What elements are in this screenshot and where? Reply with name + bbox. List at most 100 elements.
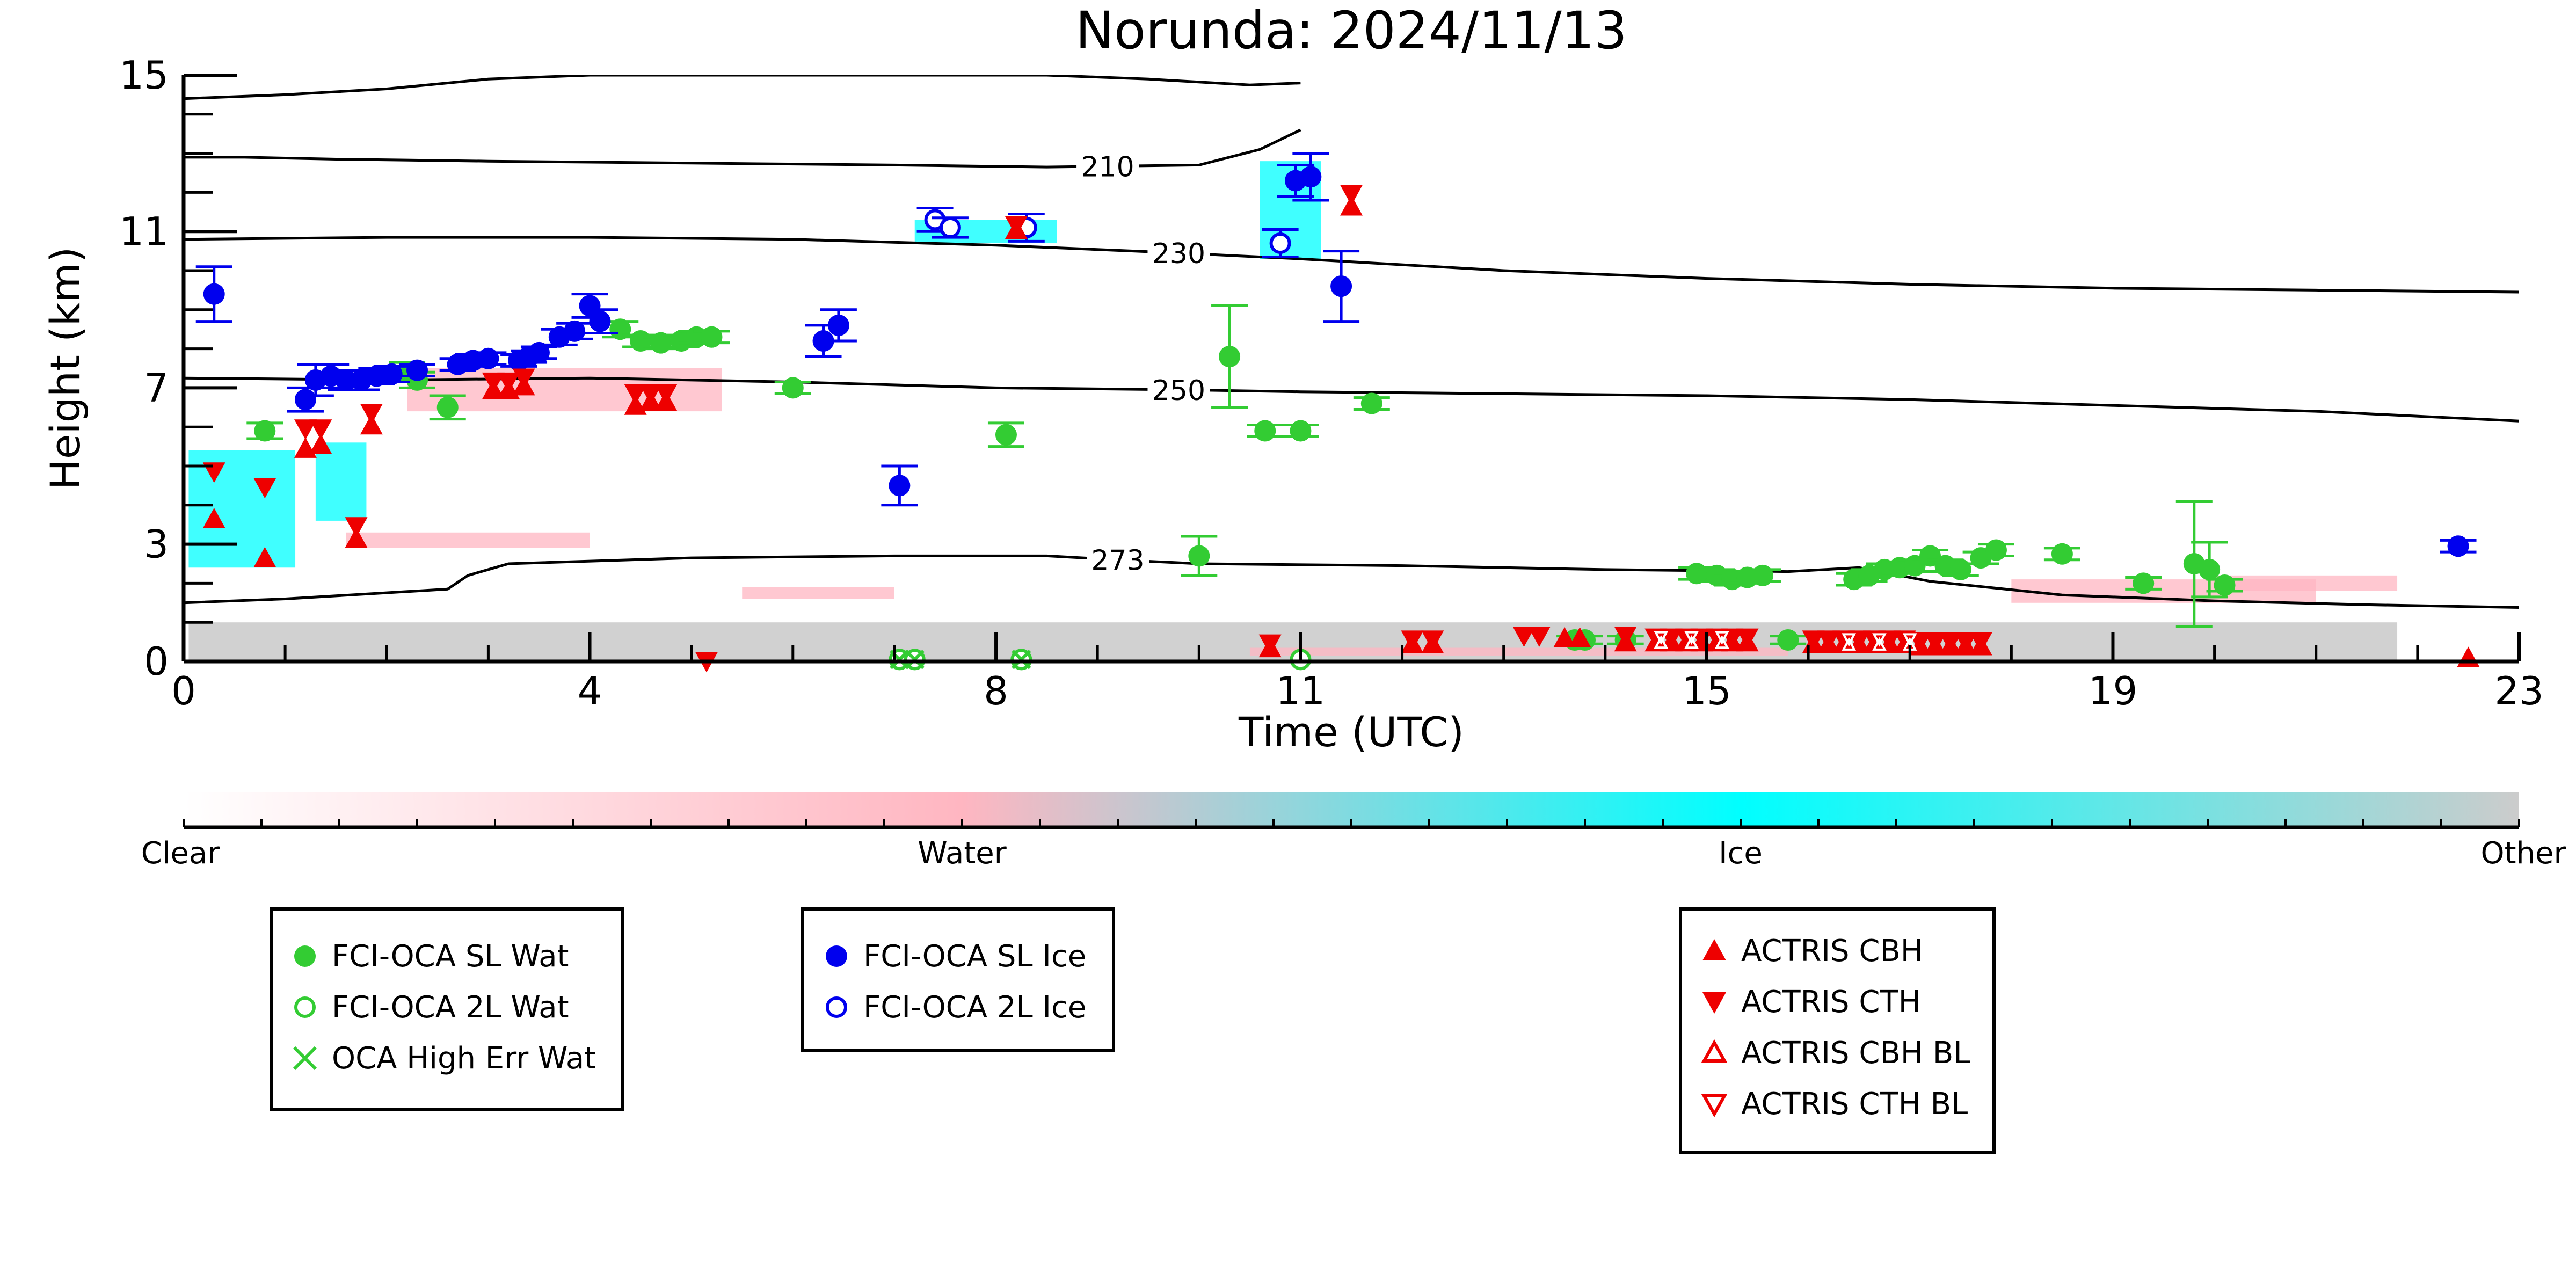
colorbar-label-ice: Ice (1719, 836, 1763, 871)
data-point-actris-cth (1939, 632, 1962, 653)
x-tick-label: 4 (578, 668, 602, 714)
colorbar-label-clear: Clear (141, 836, 220, 871)
data-point-fci-oca-sl-wat (1751, 564, 1773, 586)
data-point-actris-cth-bl (1842, 633, 1857, 647)
data-point-actris-cth (1401, 630, 1424, 651)
data-point-fci-oca-sl-wat (1360, 392, 1382, 414)
data-point-actris-cth (639, 384, 662, 405)
x-tick-label: 11 (1276, 668, 1326, 714)
legend-actris: ACTRIS CBH ACTRIS CTH ACTRIS CBH BL ACTR… (1679, 907, 1996, 1154)
data-point-fci-oca-sl-wat (254, 420, 276, 442)
data-point-actris-cth (1817, 630, 1840, 651)
data-point-actris-cth (202, 462, 225, 483)
data-point-actris-cth (1644, 628, 1668, 649)
legend-item: OCA High Err Wat (289, 1034, 596, 1082)
data-point-fci-oca-sl-ice (528, 341, 550, 363)
data-point-actris-cbh-bl (1684, 635, 1699, 649)
legend-item: FCI-OCA SL Wat (289, 932, 569, 980)
contour-label-background (1147, 373, 1210, 407)
data-point-actris-cbh (1553, 627, 1576, 647)
contour-label: 273 (1091, 545, 1144, 577)
open-circle-marker-icon (294, 996, 316, 1018)
x-tick-label: 15 (1682, 668, 1731, 714)
data-point-fci-oca-sl-wat (995, 424, 1017, 446)
background-region-water (742, 587, 894, 599)
triangle-up-marker-icon (1702, 939, 1726, 960)
data-point-fci-oca-sl-wat (630, 330, 652, 352)
data-point-fci-oca-sl-wat (701, 326, 723, 348)
data-point-actris-cth (309, 419, 332, 440)
legend-item: FCI-OCA 2L Ice (820, 983, 1086, 1031)
data-point-actris-cth (1258, 634, 1282, 655)
legend-item: ACTRIS CBH BL (1698, 1029, 1970, 1077)
data-point-fci-oca-sl-wat (2133, 572, 2155, 594)
data-point-actris-cbh (345, 527, 368, 548)
data-point-actris-cth (345, 517, 368, 538)
data-point-actris-cth (1969, 632, 1992, 653)
background-region-ice (315, 442, 367, 521)
data-point-actris-cth (1832, 630, 1855, 651)
x-tick-label: 8 (984, 668, 1008, 714)
temperature-contour-line (184, 75, 1301, 100)
colorbar-label-other: Other (2480, 836, 2566, 871)
data-point-actris-cth (1924, 632, 1947, 653)
data-point-fci-oca-sl-wat (1919, 545, 1941, 567)
legend-label: ACTRIS CTH (1741, 984, 1921, 1020)
legend-item: ACTRIS CTH BL (1698, 1080, 1968, 1128)
data-point-fci-oca-2l-ice (1269, 232, 1291, 254)
data-point-fci-oca-sl-ice (564, 320, 586, 342)
data-point-actris-cth (1954, 632, 1977, 653)
data-point-fci-oca-sl-wat (1290, 420, 1312, 442)
data-point-actris-cth-bl (1654, 631, 1669, 645)
filled-circle-marker-icon (826, 945, 847, 967)
data-point-fci-oca-sl-ice (889, 475, 911, 497)
data-point-actris-cth (1802, 630, 1825, 651)
data-point-actris-cth (1005, 216, 1028, 237)
data-point-actris-cth (1675, 628, 1698, 649)
data-point-actris-cth (360, 404, 383, 425)
data-point-actris-cbh (309, 433, 332, 454)
data-point-actris-cth (482, 372, 505, 393)
data-point-fci-oca-sl-wat (650, 332, 672, 354)
legend-label: ACTRIS CBH BL (1741, 1035, 1970, 1071)
chart-title: Norunda: 2024/11/13 (1075, 1, 1627, 61)
open-triangle-up-marker-icon (1701, 1039, 1728, 1063)
data-point-fci-oca-sl-ice (203, 283, 225, 305)
data-point-fci-oca-sl-wat (1949, 558, 1971, 580)
data-point-actris-cth (624, 384, 647, 405)
contour-label-background (1087, 542, 1149, 577)
data-point-fci-oca-sl-ice (579, 295, 601, 317)
data-point-actris-cbh (1340, 195, 1363, 216)
data-point-actris-cth (1340, 185, 1363, 206)
x-tick-label: 0 (171, 668, 196, 714)
data-point-fci-oca-sl-ice (2447, 535, 2469, 557)
data-point-fci-oca-sl-wat (1219, 346, 1241, 368)
data-point-fci-oca-sl-ice (1330, 275, 1352, 297)
legend-label: FCI-OCA 2L Ice (863, 989, 1087, 1025)
legend-label: FCI-OCA SL Wat (332, 938, 569, 974)
temperature-contour-line (184, 376, 2519, 423)
data-point-actris-cth-bl (1902, 633, 1917, 647)
cloud-classification-background (188, 161, 2398, 661)
data-point-fci-oca-sl-wat (1777, 629, 1799, 651)
data-point-fci-oca-sl-wat (2051, 543, 2073, 565)
contour-label: 230 (1152, 238, 1205, 270)
data-point-actris-cth (512, 368, 535, 389)
background-region-ice (188, 450, 296, 568)
data-point-fci-oca-sl-wat (782, 377, 804, 399)
data-point-actris-cth (1421, 630, 1444, 651)
y-tick-label: 7 (144, 365, 169, 410)
data-point-actris-cbh-bl (1654, 635, 1669, 649)
data-point-actris-cth-bl (1715, 631, 1729, 645)
data-point-actris-cbh-bl (1872, 637, 1887, 651)
x-marker-icon (293, 1046, 317, 1071)
data-point-actris-cth-bl (1872, 633, 1887, 647)
y-tick-label: 3 (144, 522, 169, 567)
data-point-oca-high-err-wat (1012, 650, 1031, 670)
data-point-actris-cth (1863, 630, 1886, 651)
data-point-fci-oca-sl-wat (1904, 555, 1926, 577)
data-point-fci-oca-sl-wat (2214, 574, 2236, 596)
legend-item: FCI-OCA SL Ice (820, 932, 1086, 980)
